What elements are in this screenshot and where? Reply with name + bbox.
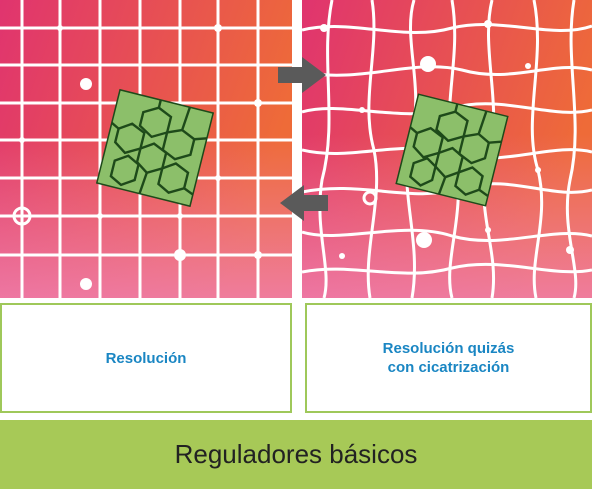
- arrow-left-icon: [280, 185, 328, 221]
- footer-banner: Reguladores básicos: [0, 420, 592, 489]
- regular-grid-illustration: [0, 0, 292, 298]
- tissue-patch: [95, 88, 215, 208]
- grid-nodes: [19, 24, 262, 290]
- scarring-panel: [302, 0, 592, 298]
- footer-title: Reguladores básicos: [174, 439, 418, 469]
- tissue-patch: [395, 93, 509, 207]
- distorted-grid-illustration: [302, 0, 592, 298]
- scarring-caption: Resolución quizás con cicatrización: [382, 340, 515, 376]
- scarring-caption-box: Resolución quizás con cicatrización: [305, 303, 592, 413]
- resolution-caption-box: Resolución: [0, 303, 292, 413]
- resolution-panel: [0, 0, 292, 298]
- resolution-caption: Resolución: [105, 349, 187, 367]
- open-node: [362, 190, 378, 206]
- open-node: [12, 206, 32, 226]
- arrow-right-icon: [278, 57, 326, 93]
